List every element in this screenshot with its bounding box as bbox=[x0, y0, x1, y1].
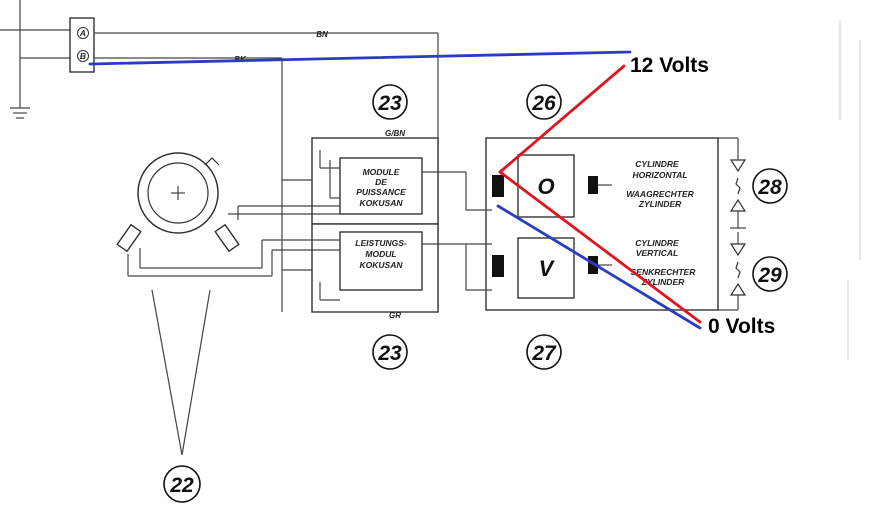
leistungsmodul: LEISTUNGS- MODUL KOKUSAN bbox=[311, 223, 466, 313]
harness-wiring bbox=[94, 32, 439, 312]
module-bottom-line-3: KOKUSAN bbox=[360, 260, 404, 270]
coil-horizontal-letter: O bbox=[537, 174, 554, 199]
ground-annotation-line bbox=[88, 50, 632, 66]
pickup-coils bbox=[116, 205, 340, 277]
cyl-h-line-1: CYLINDRE bbox=[635, 159, 679, 169]
wire-label-gr: GR bbox=[389, 311, 401, 320]
svg-text:27: 27 bbox=[531, 342, 557, 365]
spark-plugs bbox=[718, 137, 747, 311]
cyl-h-line-3: WAAGRECHTER bbox=[626, 189, 694, 199]
module-de-puissance: MODULE DE PUISSANCE KOKUSAN bbox=[311, 137, 466, 225]
scan-margin-noise bbox=[838, 20, 861, 360]
callout-22: 22 bbox=[163, 465, 201, 503]
module-top-line-4: KOKUSAN bbox=[360, 198, 404, 208]
callout-29: 29 bbox=[752, 256, 788, 292]
svg-text:26: 26 bbox=[531, 92, 556, 115]
svg-text:22: 22 bbox=[169, 474, 194, 497]
svg-text:28: 28 bbox=[757, 176, 782, 199]
pickup-leader-lines bbox=[151, 289, 211, 456]
wire-label-bn: BN bbox=[316, 30, 328, 39]
callout-23-bottom: 23 bbox=[372, 334, 408, 370]
cylinder-labels: CYLINDRE HORIZONTAL WAAGRECHTER ZYLINDER… bbox=[626, 159, 696, 287]
module-top-line-2: DE bbox=[375, 177, 387, 187]
coil-vertical-letter: V bbox=[539, 256, 556, 281]
callout-23-top: 23 bbox=[372, 84, 408, 120]
left-supply-wiring bbox=[0, 0, 70, 119]
callout-26: 26 bbox=[526, 84, 562, 120]
module-bottom-line-2: MODUL bbox=[365, 249, 396, 259]
module-top-line-1: MODULE bbox=[363, 167, 400, 177]
svg-text:29: 29 bbox=[757, 264, 782, 287]
ground-symbol bbox=[10, 107, 30, 119]
positive-annotation-line bbox=[498, 64, 626, 174]
cyl-v-line-4: ZYLINDER bbox=[641, 277, 685, 287]
wire-label-gbn: G/BN bbox=[385, 129, 405, 138]
cyl-v-line-2: VERTICAL bbox=[636, 248, 678, 258]
callout-27: 27 bbox=[526, 334, 562, 370]
cyl-h-line-2: HORIZONTAL bbox=[632, 170, 687, 180]
connector-pin-b: B bbox=[80, 51, 86, 61]
svg-text:23: 23 bbox=[377, 342, 402, 365]
positive-voltage-label: 12 Volts bbox=[630, 54, 709, 77]
cyl-v-line-1: CYLINDRE bbox=[635, 238, 679, 248]
positive-annotation-line-coil bbox=[498, 170, 702, 324]
cyl-h-line-4: ZYLINDER bbox=[638, 199, 682, 209]
svg-text:23: 23 bbox=[377, 92, 402, 115]
ground-annotation-line-coil bbox=[496, 204, 702, 330]
flywheel-rotor bbox=[137, 152, 220, 234]
ground-voltage-label: 0 Volts bbox=[708, 315, 775, 338]
callout-28: 28 bbox=[752, 168, 788, 204]
module-top-line-3: PUISSANCE bbox=[356, 187, 406, 197]
connector-pin-a: A bbox=[79, 28, 86, 38]
module-bottom-line-1: LEISTUNGS- bbox=[355, 238, 407, 248]
cyl-v-line-3: SENKRECHTER bbox=[631, 267, 697, 277]
